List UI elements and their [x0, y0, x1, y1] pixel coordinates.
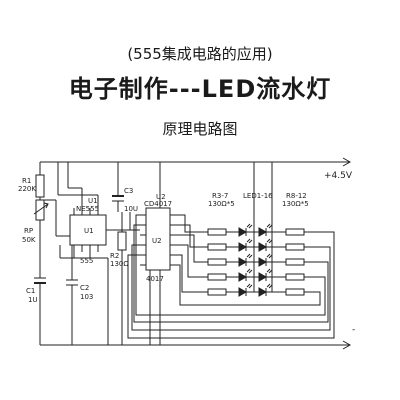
u2-cd4017-chip: [112, 162, 178, 345]
c2-capacitor: [66, 245, 78, 345]
led-icon: [238, 268, 253, 282]
rp-value: 50K: [22, 236, 36, 244]
u1-part: NE555: [76, 205, 99, 213]
resistor: [207, 258, 227, 266]
c3-value: 10U: [124, 205, 138, 213]
ground-label: -: [352, 325, 355, 335]
led-array: [238, 162, 273, 297]
resistor: [285, 273, 305, 281]
r1-ref: R1: [22, 177, 31, 185]
led-ref: LED1-16: [243, 192, 273, 200]
r3-7-ref: R3-7: [212, 192, 228, 200]
resistor: [207, 228, 227, 236]
r2-value: 130Ω: [110, 260, 129, 268]
c3-ref: C3: [124, 187, 133, 195]
r1-value: 220K: [18, 185, 36, 193]
led-icon: [238, 253, 253, 267]
c2-ref: C2: [80, 284, 89, 292]
r8-12-ref: R8-12: [286, 192, 307, 200]
supply-rail: [40, 157, 352, 167]
subtitle: (555集成电路的应用): [127, 45, 273, 63]
rp-ref: RP: [24, 227, 33, 235]
r1-resistor: [35, 162, 45, 200]
resistor: [285, 258, 305, 266]
u2-output-wires: [127, 214, 335, 339]
u1-bottom: 555: [80, 257, 93, 265]
led-icon: [238, 223, 253, 237]
led-icon: [258, 283, 273, 297]
diagram-heading: 原理电路图: [162, 120, 238, 138]
resistor: [207, 243, 227, 251]
c1-capacitor: [34, 232, 46, 345]
led-icon: [238, 238, 253, 252]
led-icon: [258, 268, 273, 282]
u2-part: CD4017: [144, 200, 172, 208]
resistor: [285, 288, 305, 296]
c3-capacitor: [112, 162, 124, 212]
led-icon: [258, 253, 273, 267]
r3-7-resistor-bank: [198, 228, 238, 296]
resistor: [285, 243, 305, 251]
led-icon: [238, 283, 253, 297]
c1-ref: C1: [26, 287, 35, 295]
c2-value: 103: [80, 293, 93, 301]
page-title: 电子制作---LED流水灯: [68, 75, 332, 103]
r2-ref: R2: [110, 252, 119, 260]
ground-rail: [40, 340, 352, 350]
resistor: [285, 228, 305, 236]
led-icon: [258, 223, 273, 237]
r8-12-resistor-bank: [272, 228, 314, 296]
r8-12-value: 130Ω*5: [282, 200, 309, 208]
u1-ne555-chip: [40, 162, 112, 259]
c1-value: 1U: [28, 296, 38, 304]
resistor: [207, 288, 227, 296]
u2-ref: U2: [156, 193, 166, 201]
r2-resistor: [107, 212, 127, 345]
supply-label: +4.5V: [324, 171, 353, 181]
led-icon: [258, 238, 273, 252]
resistor: [207, 273, 227, 281]
r3-7-value: 130Ω*5: [208, 200, 235, 208]
u1-inner: U1: [84, 227, 94, 235]
rp-potentiometer: [33, 199, 49, 232]
u2-inner: U2: [152, 237, 162, 245]
u1-ref: U1: [88, 197, 98, 205]
u2-bottom: 4017: [146, 275, 164, 283]
